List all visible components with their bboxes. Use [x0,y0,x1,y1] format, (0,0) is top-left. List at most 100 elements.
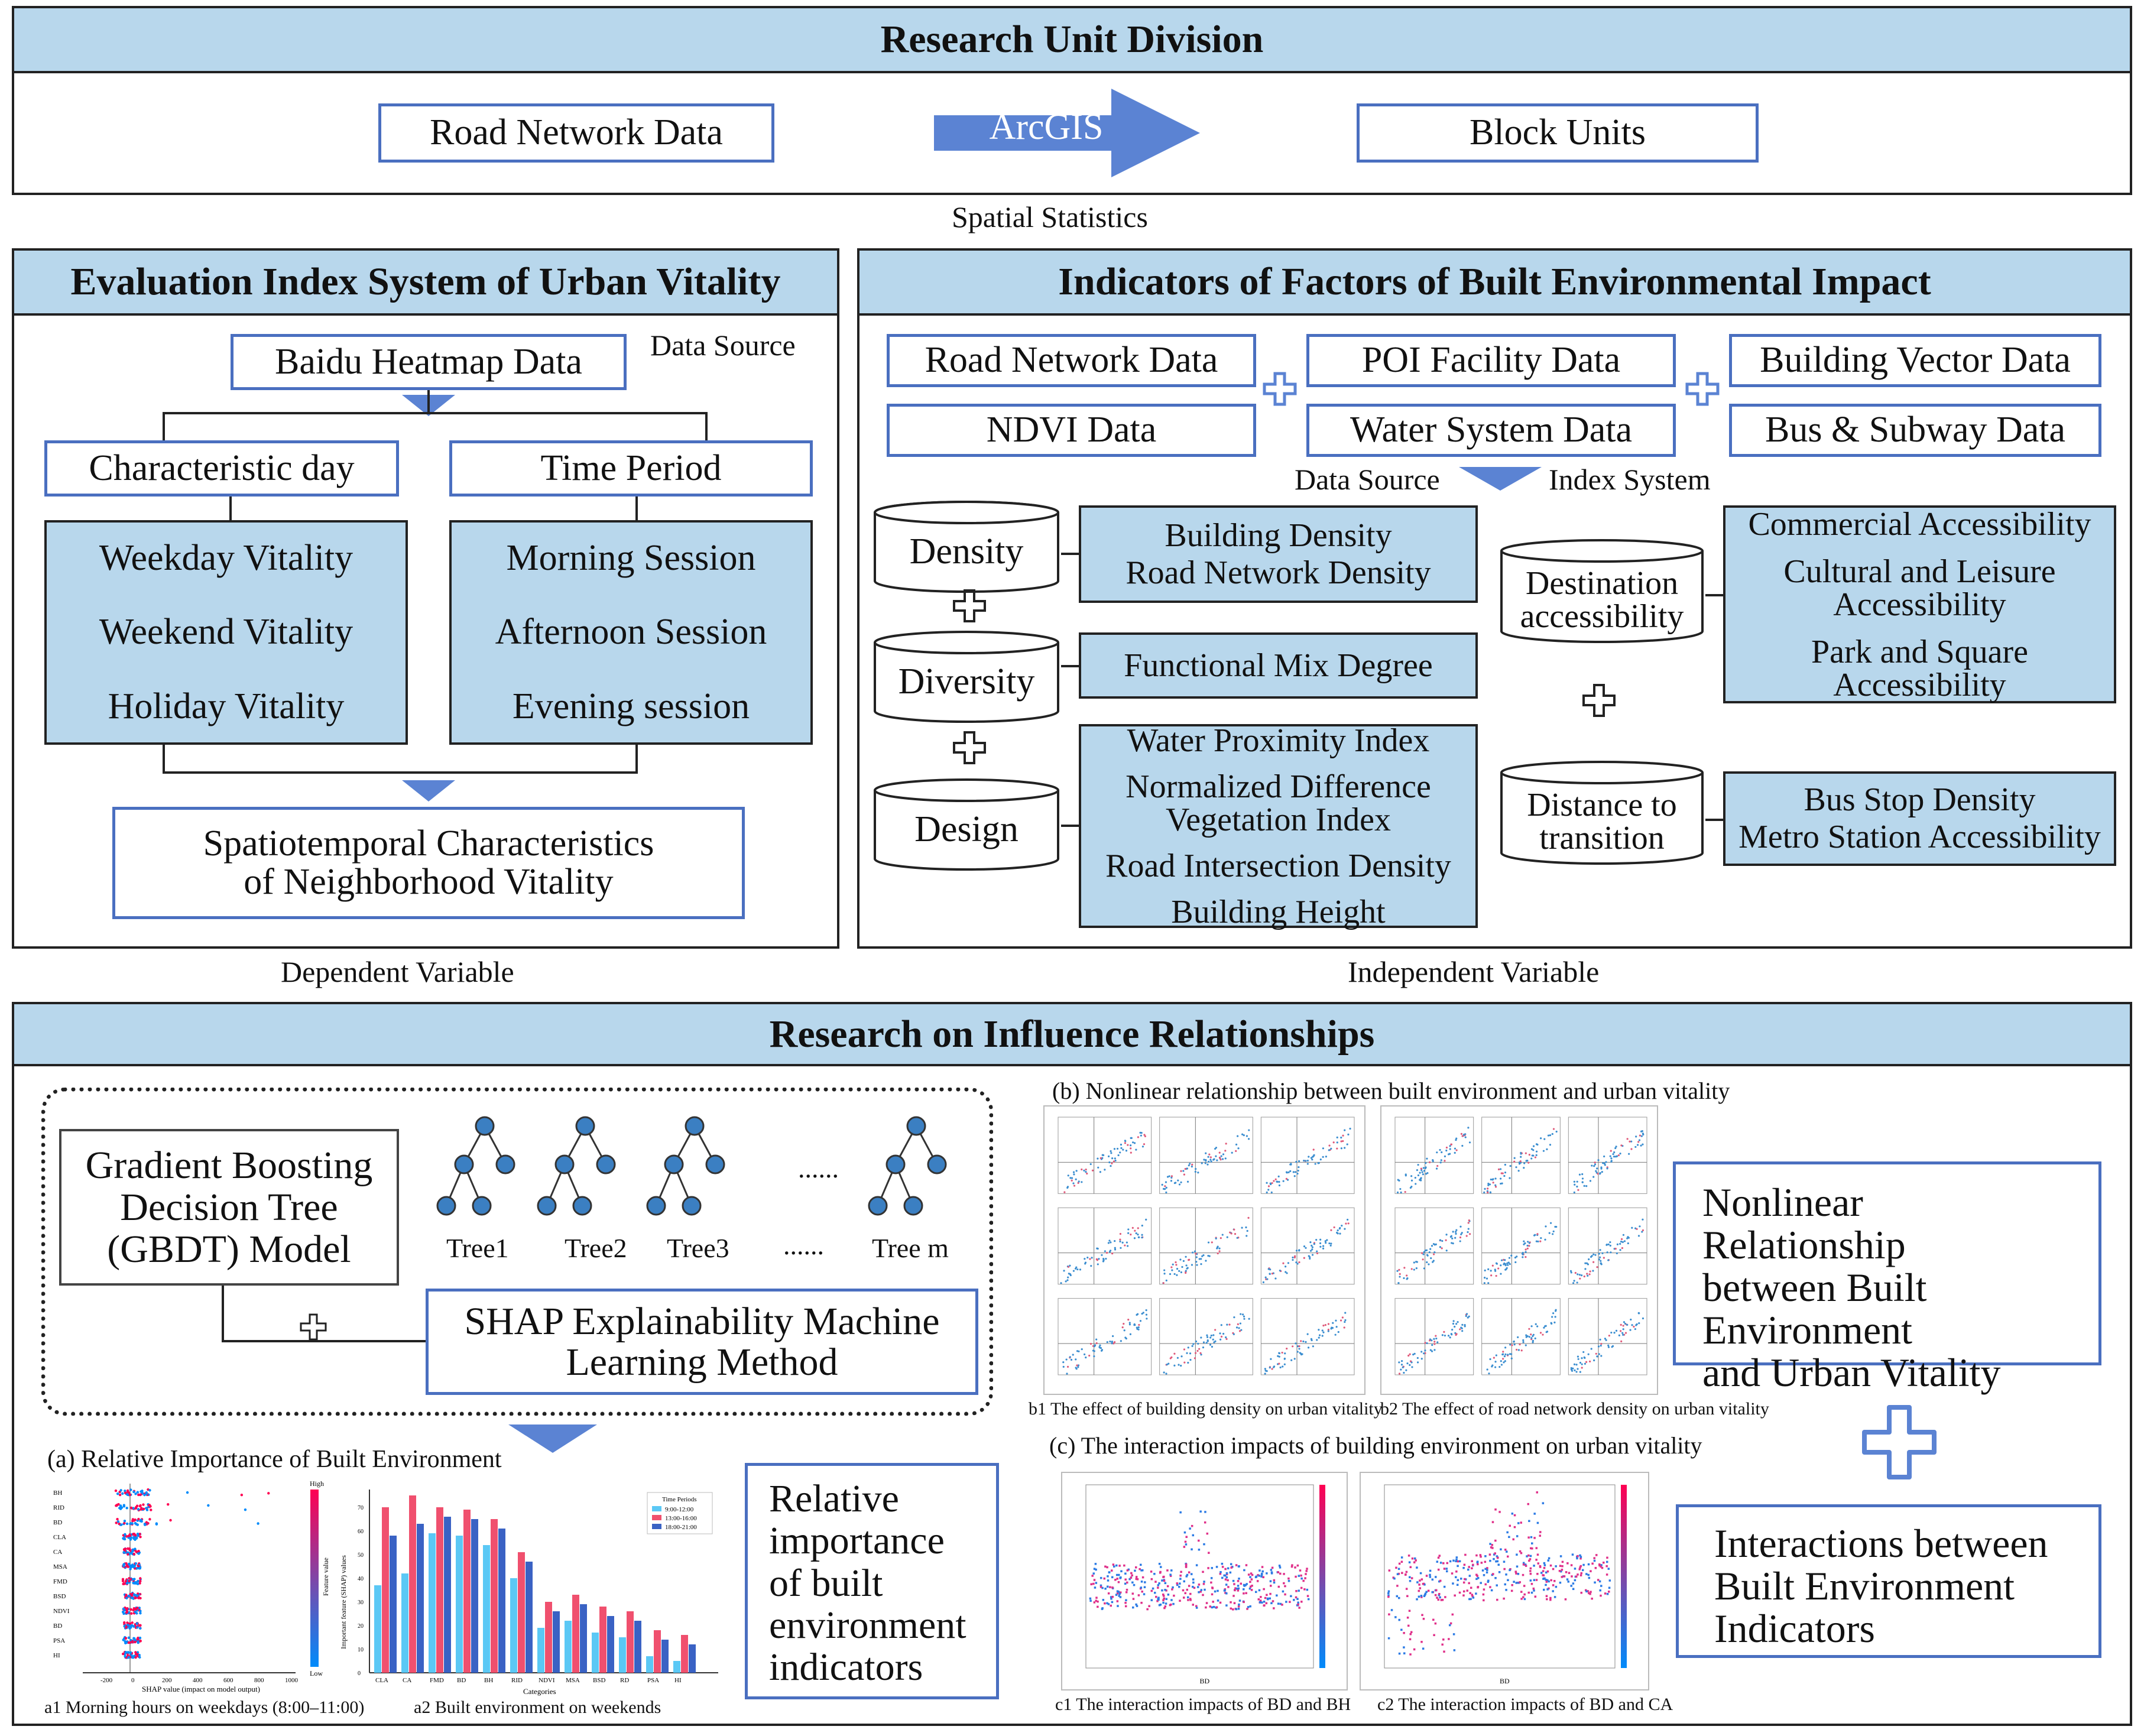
interaction-point [1104,1565,1107,1568]
interaction-point [1536,1553,1539,1556]
mini-point [1606,1167,1608,1170]
interaction-point [1188,1585,1191,1587]
interaction-point [1306,1568,1308,1570]
interaction-point [1446,1562,1449,1565]
interaction-point [1542,1574,1544,1576]
beeswarm-point [145,1508,149,1511]
mini-point [1616,1252,1618,1254]
interaction-point [1494,1552,1496,1555]
mini-point [1193,1357,1196,1359]
mini-point [1569,1270,1572,1272]
beeswarm-point [138,1582,141,1585]
mini-point [1282,1180,1285,1182]
beeswarm-point [127,1636,131,1639]
beeswarm-point [142,1507,145,1511]
mini-point [1234,1233,1237,1235]
mini-point [1641,1130,1643,1133]
interaction-point [1295,1590,1298,1592]
mini-point [1489,1191,1492,1193]
mini-point [1451,1237,1454,1239]
mini-point [1571,1370,1574,1372]
diversity-label: Diversity [898,661,1035,702]
interaction-point [1112,1563,1115,1566]
mini-point [1612,1153,1614,1156]
mini-plot [1568,1117,1647,1194]
mini-point [1498,1365,1501,1368]
interaction-point [1589,1592,1591,1595]
interaction-point [1481,1569,1484,1572]
beeswarm-point [124,1654,127,1658]
mini-point [1530,1148,1533,1150]
interaction-point [1273,1579,1276,1582]
mini-point [1577,1273,1579,1276]
interaction-point [1572,1582,1575,1585]
interaction-point [1192,1581,1195,1584]
interaction-point [1136,1578,1139,1581]
interaction-point [1204,1588,1206,1591]
mini-point [1300,1340,1302,1342]
mini-point [1439,1246,1441,1248]
mini-point [1287,1262,1290,1264]
mini-point [1621,1332,1624,1334]
mini-point [1634,1227,1637,1229]
interaction-point [1211,1587,1214,1589]
mini-point [1535,1323,1537,1325]
mini-point [1312,1155,1315,1157]
interaction-point [1102,1599,1105,1601]
interaction-point [1423,1594,1426,1597]
beeswarm-point [186,1491,189,1494]
interaction-point [1593,1557,1595,1559]
mini-point [1640,1144,1642,1147]
mini-point [1551,1133,1553,1135]
mini-point [1536,1325,1539,1328]
mini-point [1183,1348,1186,1351]
mini-point [1406,1274,1408,1277]
mini-point [1534,1156,1536,1159]
mini-point [1492,1178,1494,1180]
mini-point [1457,1321,1459,1323]
mini-point [1209,1344,1212,1346]
interaction-point [1141,1590,1143,1593]
mini-point [1180,1170,1182,1172]
interaction-point [1407,1555,1410,1557]
mini-point [1222,1153,1225,1156]
mini-point [1269,1273,1271,1276]
beeswarm-point [134,1547,137,1550]
density-cylinder [874,501,1059,593]
interaction-point [1144,1581,1146,1584]
mini-point [1347,1222,1350,1225]
interaction-point [1548,1587,1550,1590]
down-arrow [402,780,455,802]
interaction-point [1517,1573,1520,1575]
interaction-point [1115,1594,1118,1596]
mini-point [1522,1256,1524,1258]
interaction-point [1195,1564,1198,1566]
interaction-point [1479,1554,1482,1556]
interaction-point [1406,1595,1409,1598]
interaction-point [1095,1599,1097,1602]
mini-point [1575,1371,1578,1373]
mini-point [1078,1350,1080,1352]
mini-point [1303,1257,1305,1259]
interaction-point [1225,1573,1228,1576]
interaction-point [1590,1591,1592,1593]
interaction-point [1124,1601,1127,1604]
mini-point [1584,1268,1587,1270]
mini-point [1552,1128,1555,1130]
bar [646,1656,653,1673]
mini-point [1303,1245,1306,1248]
interaction-point [1124,1582,1127,1585]
interaction-point [1155,1595,1157,1598]
mini-point [1195,1256,1198,1258]
interaction-point [1436,1560,1439,1563]
interaction-point [1099,1584,1102,1587]
mini-point [1311,1248,1313,1251]
mini-point [1403,1277,1405,1280]
bar [634,1621,641,1673]
beeswarm-point [134,1507,138,1510]
beeswarm-point [137,1565,140,1568]
interaction-point [1189,1527,1191,1530]
mini-point [1445,1149,1448,1152]
beeswarm-point [138,1636,142,1640]
interaction-point [1457,1560,1459,1563]
